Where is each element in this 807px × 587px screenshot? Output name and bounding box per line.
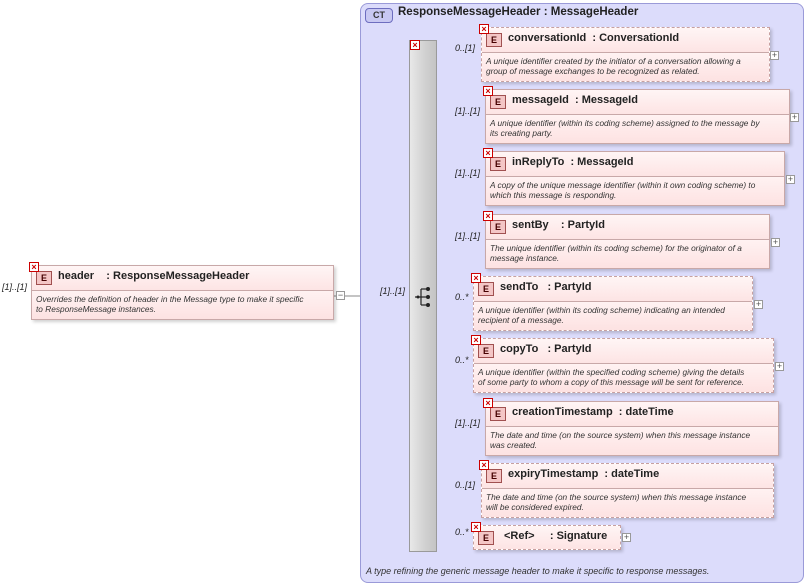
doc-line: group of message exchanges to be recogni… [486,66,700,76]
element-cardinality: 0..[1] [455,43,476,53]
element-cardinality: [1]..[1] [455,168,481,178]
close-icon: × [479,24,489,34]
element-badge: E [490,407,506,421]
close-icon: × [29,262,39,272]
sequence-icon [415,287,430,307]
close-icon: × [471,522,481,532]
doc-line: The unique identifier (within its coding… [490,243,742,253]
element-conversationId[interactable]: E × conversationId : ConversationId A un… [479,24,770,82]
element-ref-signature[interactable]: E × <Ref> : Signature [471,522,621,550]
element-copyTo[interactable]: E × copyTo : PartyId A unique identifier… [471,335,774,393]
doc-line: A unique identifier created by the initi… [486,56,741,66]
close-icon: × [483,398,493,408]
element-badge: E [486,469,502,483]
close-icon: × [471,335,481,345]
element-badge: E [478,531,494,545]
close-icon: × [483,148,493,158]
element-name: <Ref> : Signature [504,530,608,542]
element-cardinality: [1]..[1] [455,231,481,241]
element-name: expiryTimestamp : dateTime [508,468,660,480]
element-messageId[interactable]: E × messageId : MessageId A unique ident… [483,86,790,144]
expand-icon[interactable]: + [786,174,795,184]
expand-icon[interactable]: + [775,361,784,371]
element-name: messageId : MessageId [512,94,638,106]
element-expiryTimestamp[interactable]: E × expiryTimestamp : dateTime The date … [479,460,774,518]
sequence-bar [409,40,437,552]
complex-type-badge: CT [365,8,393,23]
doc-line: to ResponseMessage instances. [36,304,156,314]
element-badge: E [486,33,502,47]
expand-icon[interactable]: + [790,112,799,122]
element-name: inReplyTo : MessageId [512,156,634,168]
expand-icon[interactable]: + [770,50,779,60]
doc-line: A unique identifier (within the specifie… [478,367,745,377]
element-badge: E [478,282,494,296]
expand-icon[interactable]: + [771,237,780,247]
doc-line: message instance. [490,253,560,263]
doc-line: will be considered expired. [486,502,584,512]
doc-line: Overrides the definition of header in th… [36,294,304,304]
element-name: copyTo : PartyId [500,343,592,355]
element-cardinality: [1]..[1] [455,106,481,116]
doc-line: A copy of the unique message identifier … [490,180,756,190]
element-sendTo[interactable]: E × sendTo : PartyId A unique identifier… [471,273,753,331]
sequence-cardinality: [1]..[1] [380,286,406,296]
element-inReplyTo[interactable]: E × inReplyTo : MessageId A copy of the … [483,148,785,206]
complex-type-title: ResponseMessageHeader : MessageHeader [398,6,639,18]
doc-line: The date and time (on the source system)… [486,492,747,502]
element-cardinality: 0..* [455,292,469,302]
doc-line: was created. [490,440,538,450]
close-icon: × [471,273,481,283]
close-icon: × [410,40,420,50]
doc-line: A unique identifier (within its coding s… [478,305,725,315]
element-sentBy[interactable]: E × sentBy : PartyId The unique identifi… [483,211,770,269]
element-name: creationTimestamp : dateTime [512,406,674,418]
doc-line: of some party to whom a copy of this mes… [478,377,745,387]
element-creationTimestamp[interactable]: E × creationTimestamp : dateTime The dat… [483,398,779,456]
root-element-header[interactable]: E × header : ResponseMessageHeader Overr… [29,262,334,320]
element-name: conversationId : ConversationId [508,32,680,44]
doc-line: A unique identifier (within its coding s… [490,118,760,128]
element-badge: E [490,157,506,171]
element-cardinality: [1]..[1] [455,418,481,428]
collapse-icon[interactable]: − [336,290,345,300]
close-icon: × [479,460,489,470]
element-name: header : ResponseMessageHeader [58,270,250,282]
element-name: sentBy : PartyId [512,219,605,231]
element-name: sendTo : PartyId [500,281,592,293]
root-cardinality: [1]..[1] [2,282,28,292]
doc-line: recipient of a message. [478,315,564,325]
expand-icon[interactable]: + [622,532,631,542]
close-icon: × [483,211,493,221]
element-cardinality: 0..* [455,355,469,365]
element-cardinality: 0..[1] [455,480,476,490]
element-badge: E [478,344,494,358]
element-badge: E [36,271,52,285]
doc-line: The date and time (on the source system)… [490,430,751,440]
element-badge: E [490,95,506,109]
complex-type-documentation: A type refining the generic message head… [366,566,710,576]
element-badge: E [490,220,506,234]
doc-line: which this message is responding. [490,190,617,200]
doc-line: its creating party. [490,128,553,138]
element-cardinality: 0..* [455,527,469,537]
close-icon: × [483,86,493,96]
expand-icon[interactable]: + [754,299,763,309]
